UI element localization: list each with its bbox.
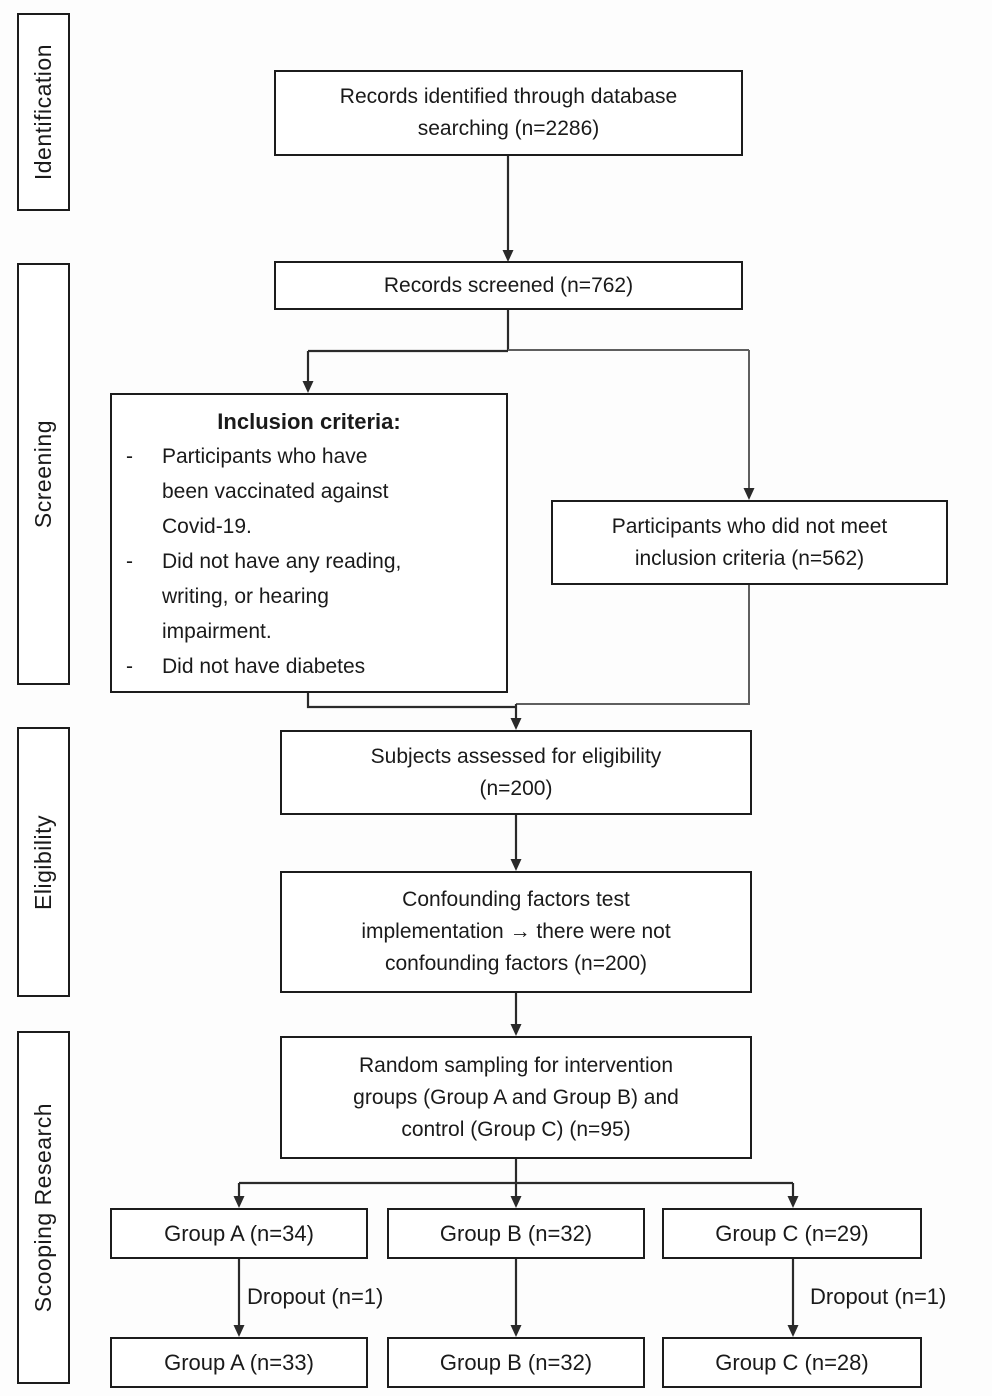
stage-text: Screening	[30, 419, 56, 529]
stage-text: Identification	[30, 43, 56, 181]
stage-label-eligibility: Eligibility	[17, 727, 70, 997]
box-text: Participants who did not meet inclusion …	[611, 514, 888, 570]
box-group-c-final: Group C (n=28)	[662, 1337, 922, 1388]
inclusion-item-text: Did not have any reading, writing, or he…	[162, 550, 402, 643]
box-records-screened: Records screened (n=762)	[274, 261, 743, 310]
box-text: Subjects assessed for eligibility (n=200…	[370, 744, 662, 800]
box-records-identified: Records identified through database sear…	[274, 70, 743, 156]
stage-label-screening: Screening	[17, 263, 70, 685]
box-group-a-final: Group A (n=33)	[110, 1337, 368, 1388]
box-text: Group B (n=32)	[439, 1220, 593, 1246]
inclusion-criteria-title: Inclusion criteria:	[217, 409, 401, 434]
stage-text: Scooping Research	[30, 1102, 56, 1313]
bullet-dash: -	[126, 655, 133, 678]
box-group-a-initial: Group A (n=34)	[110, 1208, 368, 1259]
stage-text: Eligibility	[30, 814, 56, 910]
box-group-b-initial: Group B (n=32)	[387, 1208, 645, 1259]
box-subjects-assessed: Subjects assessed for eligibility (n=200…	[280, 730, 752, 815]
box-text: Confounding factors test implementation …	[361, 888, 671, 975]
stage-label-scooping-research: Scooping Research	[17, 1031, 70, 1384]
inclusion-item: - Did not have any reading, writing, or …	[112, 544, 506, 649]
dropout-label-group-a: Dropout (n=1)	[247, 1284, 384, 1309]
bullet-dash: -	[126, 445, 133, 468]
box-text: Records screened (n=762)	[383, 273, 634, 297]
inclusion-item-text: Participants who have been vaccinated ag…	[162, 445, 389, 538]
inclusion-item: - Did not have diabetes	[112, 649, 506, 684]
box-text: Group C (n=29)	[715, 1220, 869, 1246]
box-text: Group A (n=34)	[164, 1220, 314, 1246]
stage-label-identification: Identification	[17, 13, 70, 211]
box-inclusion-criteria: Inclusion criteria: - Participants who h…	[110, 393, 508, 693]
dropout-label-group-c: Dropout (n=1)	[810, 1284, 947, 1309]
box-group-b-final: Group B (n=32)	[387, 1337, 645, 1388]
box-text: Random sampling for intervention groups …	[353, 1053, 679, 1141]
box-group-c-initial: Group C (n=29)	[662, 1208, 922, 1259]
box-text: Group A (n=33)	[164, 1349, 314, 1375]
box-random-sampling: Random sampling for intervention groups …	[280, 1036, 752, 1159]
box-not-meeting-inclusion: Participants who did not meet inclusion …	[551, 500, 948, 585]
box-text: Group C (n=28)	[715, 1349, 869, 1375]
inclusion-item: - Participants who have been vaccinated …	[112, 439, 506, 544]
box-text: Group B (n=32)	[439, 1349, 593, 1375]
inclusion-item-text: Did not have diabetes	[162, 655, 366, 678]
bullet-dash: -	[126, 550, 133, 573]
box-confounding-factors: Confounding factors test implementation …	[280, 871, 752, 993]
box-text: Records identified through database sear…	[339, 85, 678, 140]
